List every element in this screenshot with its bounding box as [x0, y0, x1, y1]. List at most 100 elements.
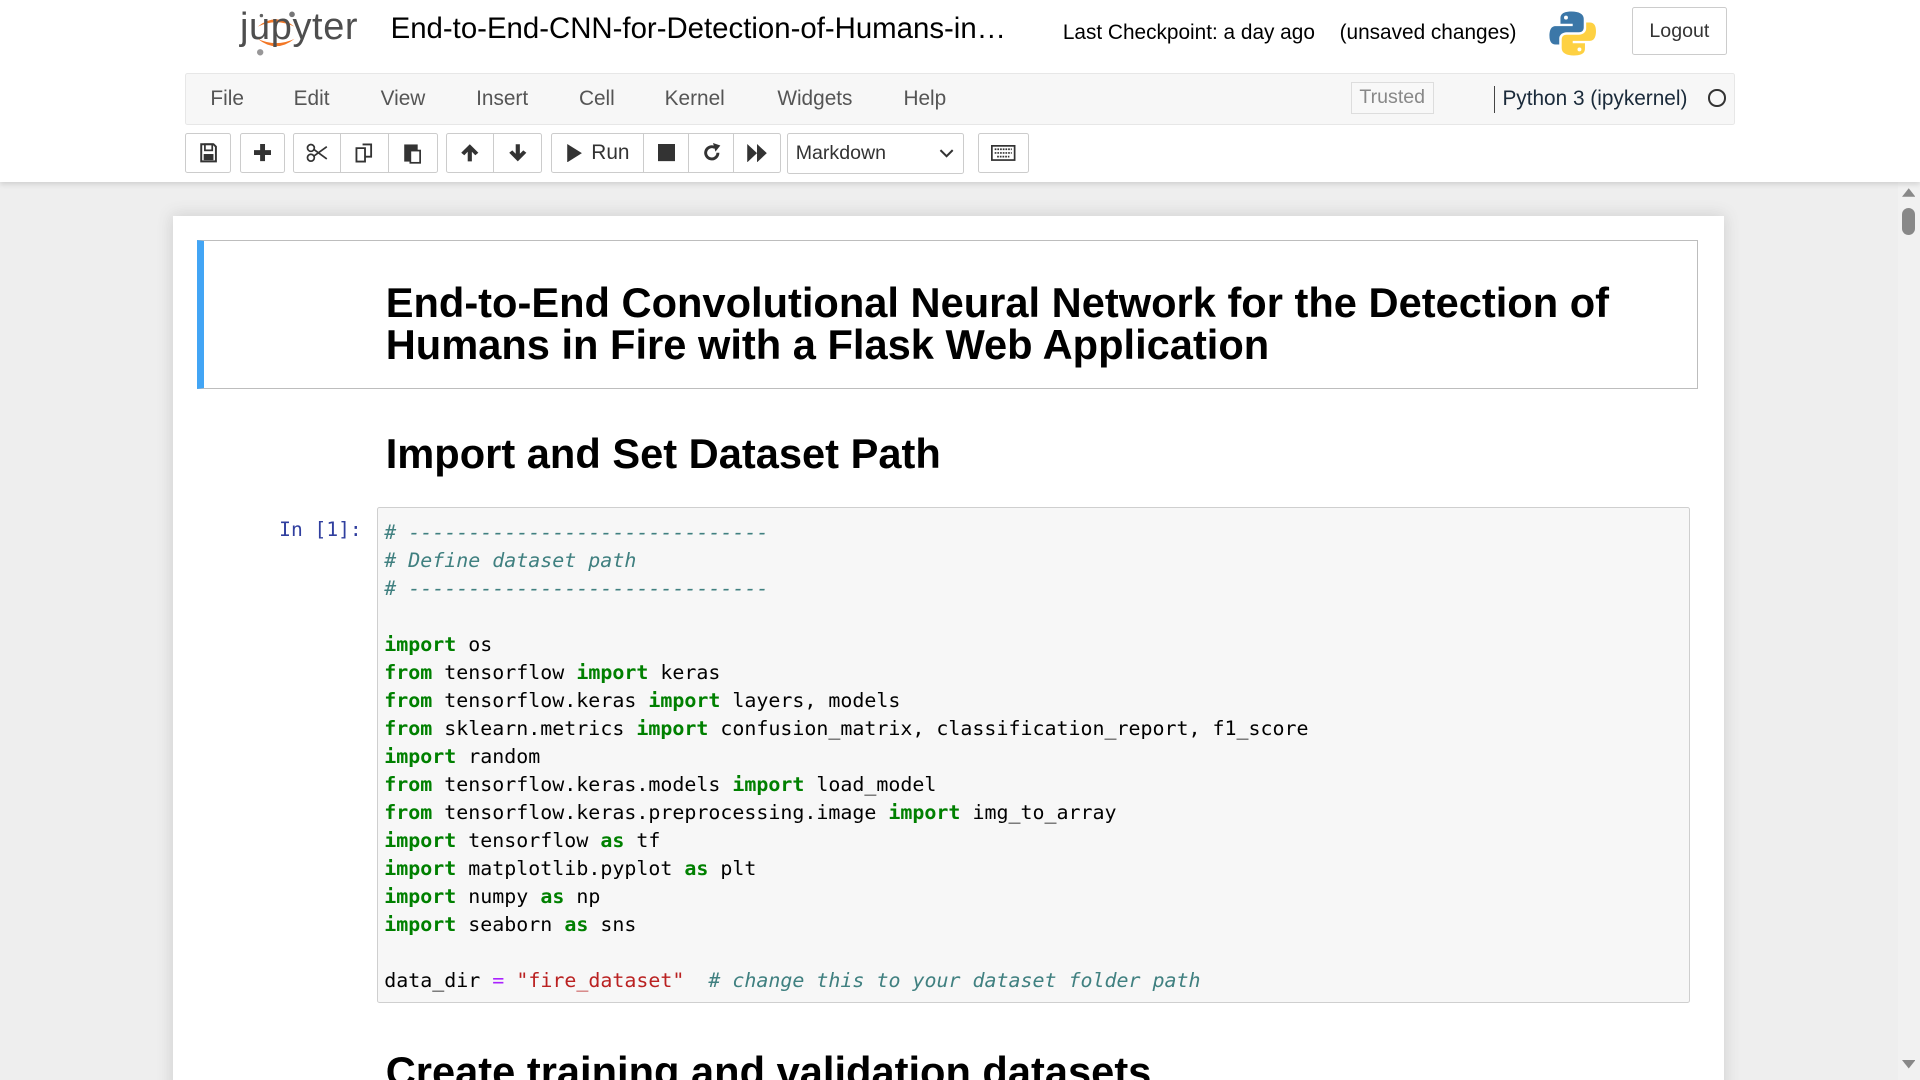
code-keyword: import — [732, 772, 805, 796]
cut-button[interactable] — [292, 133, 342, 173]
run-label: Run — [591, 141, 630, 165]
code-line: # Define dataset path — [384, 546, 1689, 574]
menu-kernel[interactable]: Kernel — [664, 86, 725, 110]
restart-icon — [703, 143, 720, 161]
code-keyword: import — [636, 715, 709, 740]
code-keyword: import — [384, 631, 457, 656]
code-line: import os — [384, 630, 1689, 658]
move-cell-up-button[interactable] — [445, 133, 495, 173]
keyboard-icon — [991, 145, 1016, 161]
fast-forward-icon — [747, 143, 768, 163]
code-text: plt — [708, 856, 757, 881]
code-line — [384, 602, 1689, 630]
code-keyword: import — [384, 884, 457, 909]
header: jupyter End-to-End-CNN-for-Detection-of-… — [0, 0, 1920, 183]
run-button[interactable]: Run — [551, 133, 645, 173]
code-string: "fire_dataset" — [516, 968, 685, 993]
plus-icon — [254, 144, 272, 162]
input-prompt: In [1]: — [279, 517, 362, 541]
menu-cell[interactable]: Cell — [578, 86, 615, 110]
code-comment: # Define dataset path — [384, 547, 637, 572]
paste-icon — [404, 144, 422, 164]
code-keyword: import — [888, 800, 961, 825]
trusted-indicator[interactable]: Trusted — [1350, 82, 1434, 114]
cell-type-select[interactable]: Markdown — [787, 133, 964, 174]
restart-kernel-button[interactable] — [688, 133, 735, 173]
code-cell-input[interactable]: # ------------------------------ # Define… — [377, 506, 1690, 1003]
vertical-scrollbar[interactable] — [1897, 182, 1920, 1080]
insert-cell-button[interactable] — [240, 133, 286, 173]
arrow-up-icon — [461, 144, 479, 162]
code-keyword: from — [384, 800, 433, 825]
move-cell-down-button[interactable] — [493, 133, 543, 173]
code-keyword: as — [564, 912, 589, 937]
section-heading-import: Import and Set Dataset Path — [385, 429, 941, 477]
code-line: from tensorflow import keras — [384, 658, 1689, 686]
code-keyword: import — [648, 687, 721, 712]
code-text — [684, 968, 708, 992]
stop-icon — [657, 144, 675, 162]
section-heading-datasets: Create training and validation datasets — [385, 1048, 1152, 1080]
code-line: data_dir = "fire_dataset" # change this … — [384, 966, 1689, 994]
code-line: from tensorflow.keras.models import load… — [384, 770, 1689, 798]
code-text: tensorflow.keras.preprocessing.image — [432, 800, 889, 825]
code-text: confusion_matrix, classification_report,… — [708, 715, 1309, 740]
code-text: numpy — [456, 884, 541, 909]
code-line: from sklearn.metrics import confusion_ma… — [384, 714, 1689, 742]
scrollbar-thumb[interactable] — [1901, 208, 1916, 236]
code-operator: = — [492, 968, 505, 993]
menu-insert[interactable]: Insert — [476, 86, 529, 110]
menu-help[interactable]: Help — [903, 86, 947, 110]
scroll-up-arrow-icon[interactable] — [1901, 187, 1916, 198]
code-keyword: import — [384, 743, 457, 768]
menu-widgets[interactable]: Widgets — [777, 86, 853, 110]
notebook-heading-line-2: Humans in Fire with a Flask Web Applicat… — [385, 321, 1270, 369]
checkpoint-status: Last Checkpoint: a day ago — [1062, 20, 1315, 44]
code-line: from tensorflow.keras.preprocessing.imag… — [384, 798, 1689, 826]
code-keyword: from — [384, 687, 433, 712]
code-text: tensorflow.keras — [432, 687, 649, 712]
notebook-title[interactable]: End-to-End-CNN-for-Detection-of-Humans-i… — [390, 12, 1007, 46]
code-text: seaborn — [456, 912, 565, 937]
python-logo-icon — [1548, 11, 1596, 56]
scissors-icon — [306, 143, 328, 163]
save-button[interactable] — [184, 133, 232, 173]
code-text: load_model — [804, 772, 937, 796]
code-line: import random — [384, 742, 1689, 770]
menu-file[interactable]: File — [210, 86, 244, 110]
code-text: tensorflow — [456, 828, 601, 853]
copy-button[interactable] — [340, 133, 390, 173]
kernel-name[interactable]: Python 3 (ipykernel) — [1502, 86, 1688, 110]
code-text: layers, models — [720, 687, 901, 712]
code-comment: # change this to your dataset folder pat… — [708, 968, 1201, 993]
restart-run-all-button[interactable] — [733, 133, 782, 173]
code-text: tensorflow — [432, 659, 577, 684]
code-text: matplotlib.pyplot — [456, 856, 685, 881]
menu-edit[interactable]: Edit — [293, 86, 330, 110]
jupyter-logo-icon[interactable] — [191, 7, 369, 58]
code-text: img_to_array — [960, 800, 1117, 825]
selected-markdown-cell[interactable] — [197, 240, 1699, 390]
command-palette-button[interactable] — [978, 133, 1029, 173]
code-text: keras — [648, 659, 721, 684]
scroll-down-arrow-icon[interactable] — [1901, 1060, 1916, 1070]
code-text: tf — [624, 828, 661, 853]
code-line: import numpy as np — [384, 882, 1689, 910]
code-text — [504, 968, 516, 992]
code-comment: # ------------------------------ — [384, 519, 769, 544]
paste-button[interactable] — [388, 133, 439, 173]
code-keyword: import — [384, 828, 457, 853]
jupyter-logo-text[interactable]: jupyter — [240, 6, 359, 49]
code-keyword: from — [384, 659, 433, 684]
code-keyword: import — [384, 912, 457, 937]
play-icon — [566, 143, 582, 163]
logout-button[interactable]: Logout — [1632, 7, 1727, 56]
code-text: np — [564, 884, 601, 909]
kernel-divider — [1493, 85, 1496, 113]
code-keyword: import — [576, 659, 649, 684]
interrupt-kernel-button[interactable] — [642, 133, 690, 173]
kernel-idle-icon — [1708, 89, 1726, 107]
code-keyword: import — [384, 856, 457, 881]
code-keyword: from — [384, 772, 433, 796]
menu-view[interactable]: View — [380, 86, 426, 110]
